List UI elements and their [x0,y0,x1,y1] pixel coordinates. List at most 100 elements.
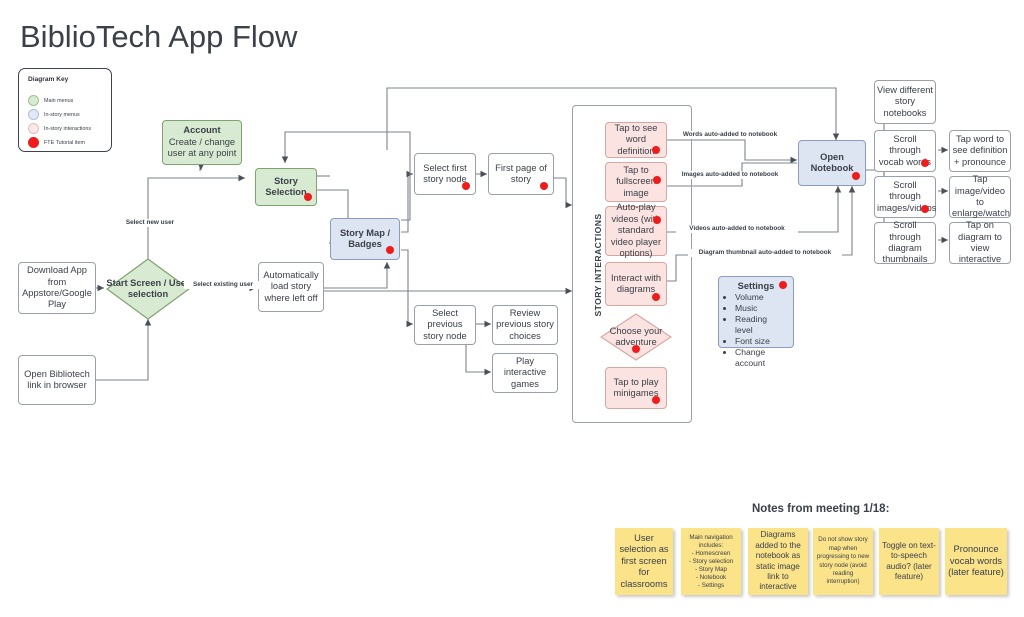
fte-dot-icon [386,246,394,254]
fte-dot-icon [921,159,929,167]
sticky-note-list: - Homescreen - Story selection - Story M… [684,550,738,590]
fte-dot-icon [652,396,660,404]
node-play-games-label: Play interactive games [503,355,547,389]
sticky-note[interactable]: User selection as first screen for class… [615,528,673,595]
node-scroll-images-label: Scroll through images/videos [877,179,937,213]
sticky-note-text: Do not show story map when progressing t… [816,536,870,586]
node-select-previous-story-node[interactable]: Select previous story node [414,305,476,345]
node-tap-diagram-view-interactive[interactable]: Tap on diagram to view interactive [949,220,1011,265]
legend-swatch-red-dot-icon [28,137,39,148]
node-tap-play-minigames[interactable]: Tap to play minigames [605,367,667,409]
settings-item: Change account [735,347,787,369]
legend-item-main-menus: Main menus [28,95,73,106]
node-scroll-images-videos[interactable]: Scroll through images/videos [874,176,936,218]
node-review-choices-label: Review previous story choices [496,307,554,341]
fte-dot-icon [653,216,661,224]
diagram-key-title: Diagram Key [28,76,69,83]
fte-dot-icon [779,281,787,289]
page-title: BiblioTech App Flow [20,19,298,54]
node-tap-diagram-label: Tap on diagram to view interactive [958,220,1002,265]
node-download-app-label: Download App from Appstore/Google Play [22,265,92,310]
legend-item-in-story-menus: In-story menus [28,109,80,120]
node-story-selection-label: Story Selection [265,175,307,197]
node-auto-load-label: Automatically load story where left off [263,269,319,303]
edge-label-select-existing-user: Select existing user [184,281,262,289]
node-first-page-label: First page of story [495,162,547,184]
sticky-note[interactable]: Pronounce vocab words (later feature) [945,528,1007,595]
node-story-selection[interactable]: Story Selection [255,168,317,206]
edge-label-images-auto-added: Images auto-added to notebook [676,171,784,179]
fte-dot-icon [852,172,860,180]
settings-title: Settings [737,281,775,291]
node-interact-with-diagrams[interactable]: Interact with diagrams [605,262,667,306]
diamond-shape-icon [600,313,672,361]
sticky-note[interactable]: Diagrams added to the notebook as static… [748,528,808,595]
fte-dot-icon [652,293,660,301]
node-tap-image-enlarge[interactable]: Tap image/video to enlarge/watch [949,174,1011,219]
fte-dot-icon [653,176,661,184]
legend-label: In-story menus [44,111,80,118]
legend-swatch-pink-icon [28,123,39,134]
node-autoplay-videos-label: Auto-play videos (with standard video pl… [610,202,662,259]
sticky-note-text: Toggle on text-to-speech audio? (later f… [882,540,936,581]
diamond-shape-icon [106,258,190,320]
node-select-first-label: Select first story node [423,162,467,184]
node-autoplay-videos[interactable]: Auto-play videos (with standard video pl… [605,202,667,258]
node-tap-word-see-definition[interactable]: Tap word to see definition + pronounce [949,130,1011,172]
sticky-note-text: Pronounce vocab words (later feature) [948,544,1004,578]
legend-swatch-blue-icon [28,109,39,120]
node-tap-minigames-label: Tap to play minigames [613,376,659,398]
diagram-key: Diagram Key Main menus In-story menus In… [18,68,112,152]
sticky-note-text: User selection as first screen for class… [619,532,669,589]
container-story-interactions-label: STORY INTERACTIONS [593,213,603,317]
sticky-note-item: - Homescreen [691,549,731,557]
sticky-note-item: - Notebook [695,573,727,581]
settings-item: Font size [735,336,787,347]
fte-dot-icon [921,205,929,213]
node-scroll-vocab-words[interactable]: Scroll through vocab words [874,130,936,172]
legend-label: FTE Tutorial item [44,139,86,146]
sticky-note-item: - Settings [697,581,725,589]
settings-list: Volume Music Reading level Font size Cha… [725,292,787,369]
sticky-note-item: - Story selection [688,557,734,565]
legend-label: In-story interactions [44,125,92,132]
node-open-link-browser[interactable]: Open Bibliotech link in browser [18,355,96,405]
node-tap-image-label: Tap image/video to enlarge/watch [952,174,1010,219]
node-account-title: Account [183,125,221,136]
fte-dot-icon [632,345,640,353]
node-open-notebook-label: Open Notebook [810,151,854,173]
node-open-link-label: Open Bibliotech link in browser [24,368,90,390]
edge-label-words-auto-added: Words auto-added to notebook [676,131,784,139]
node-review-previous-choices[interactable]: Review previous story choices [492,305,558,345]
settings-item: Volume [735,292,787,303]
node-select-first-story-node[interactable]: Select first story node [414,153,476,195]
sticky-note[interactable]: Toggle on text-to-speech audio? (later f… [879,528,939,595]
node-story-map-badges[interactable]: Story Map / Badges [330,218,400,260]
node-view-notebooks-label: View different story notebooks [877,84,933,118]
node-tap-fullscreen-image[interactable]: Tap to fullscreen image [605,162,667,202]
node-download-app[interactable]: Download App from Appstore/Google Play [18,262,96,314]
legend-swatch-green-icon [28,95,39,106]
node-start-screen-label: Start Screen / User selection [106,277,190,299]
node-auto-load-story[interactable]: Automatically load story where left off [258,262,324,312]
node-first-page-of-story[interactable]: First page of story [488,153,554,195]
sticky-note[interactable]: Main navigation includes: - Homescreen -… [681,528,741,595]
container-story-interactions [572,105,692,423]
node-settings[interactable]: Settings Volume Music Reading level Font… [718,276,794,368]
sticky-note-head: Main navigation includes: [689,533,733,549]
edge-label-select-new-user: Select new user [113,219,187,227]
node-choose-your-adventure[interactable]: Choose your adventure [600,313,672,361]
fte-dot-icon [462,182,470,190]
node-scroll-diagrams-label: Scroll through diagram thumbnails [882,220,928,265]
node-account-body: Create / change user at any point [167,136,237,159]
node-tap-word-definition[interactable]: Tap to see word definition [605,122,667,158]
sticky-note[interactable]: Do not show story map when progressing t… [813,528,873,595]
node-start-screen[interactable]: Start Screen / User selection [106,258,190,320]
node-play-interactive-games[interactable]: Play interactive games [492,353,558,393]
node-choose-adventure-label: Choose your adventure [609,325,663,347]
node-scroll-diagram-thumbnails[interactable]: Scroll through diagram thumbnails [874,220,936,265]
node-scroll-vocab-label: Scroll through vocab words [878,133,932,167]
node-view-different-notebooks[interactable]: View different story notebooks [874,80,936,124]
node-account[interactable]: Account Create / change user at any poin… [162,120,242,165]
node-open-notebook[interactable]: Open Notebook [798,140,866,186]
